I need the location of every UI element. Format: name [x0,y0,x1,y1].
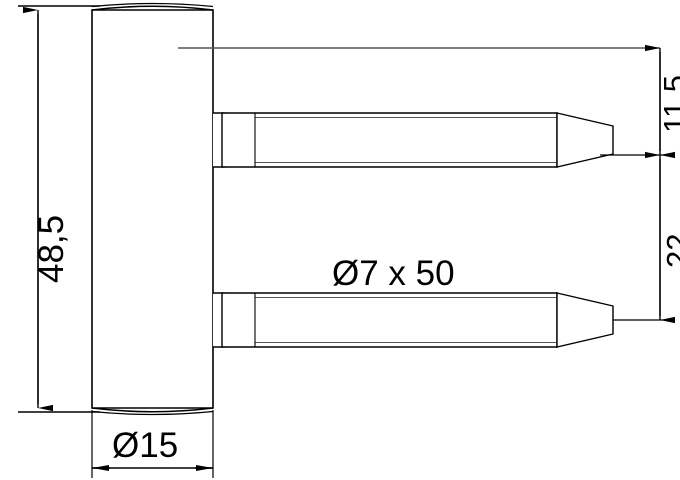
reference-lines [18,5,668,478]
lower-pin [213,292,614,348]
dimension-label-pin-spec: Ø7 x 50 [332,254,455,293]
dimension-label-top-offset: 11,5 [657,74,680,133]
dimension-label-pin-spacing: 22 [660,233,680,268]
dimension-label-plate-height: 48,5 [32,214,71,283]
dimension-label-plate-width: Ø15 [112,426,179,465]
upper-pin [213,112,614,168]
plate-body [91,2,214,416]
